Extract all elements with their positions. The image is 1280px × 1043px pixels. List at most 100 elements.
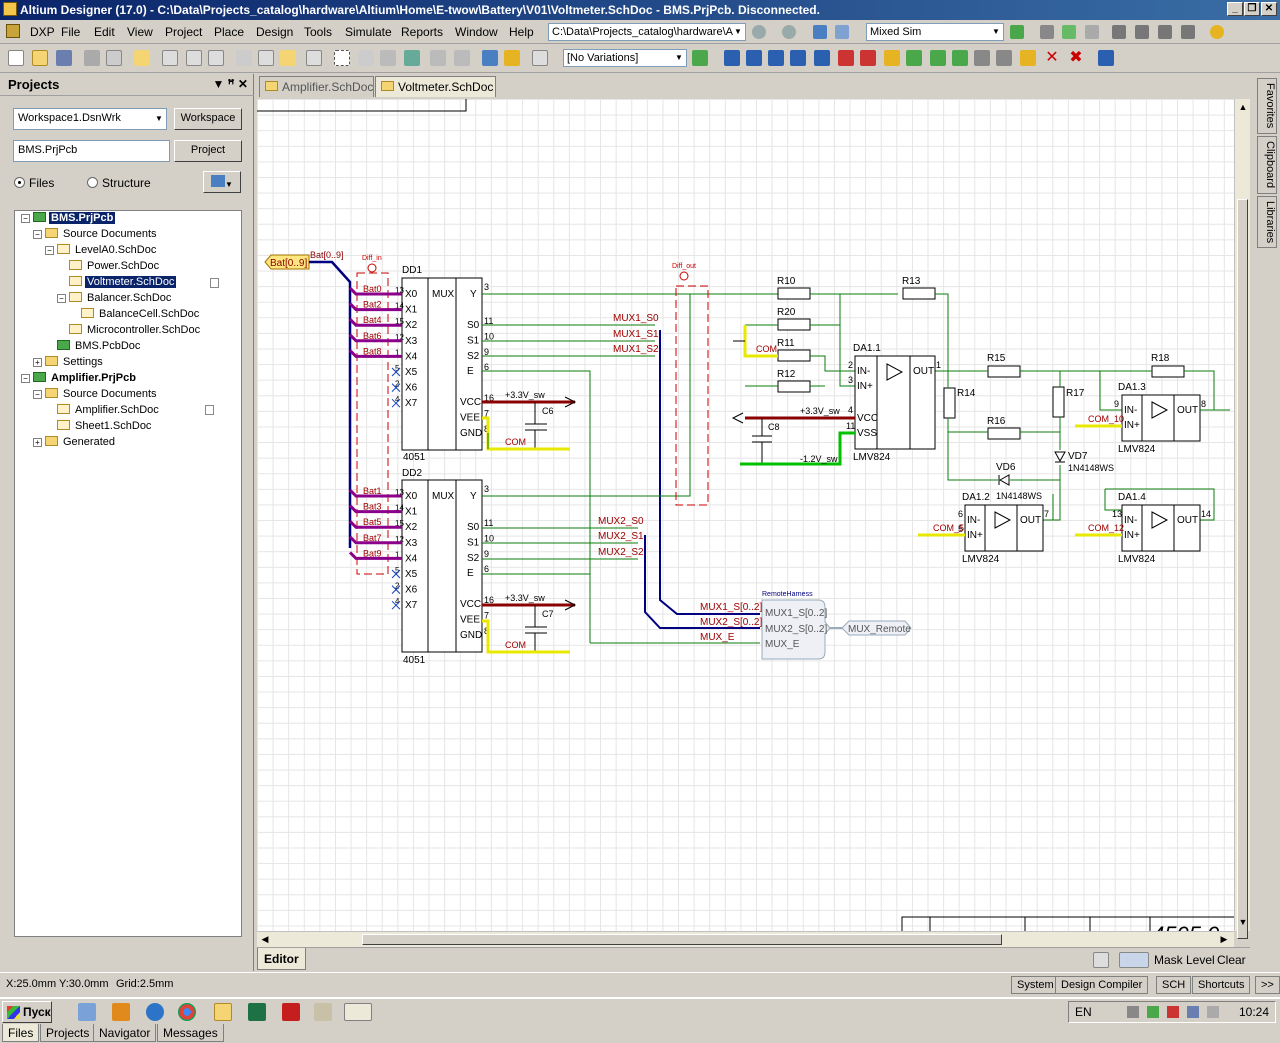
scroll-up-icon[interactable]: ▲ [1238,102,1248,112]
print-preview-icon[interactable] [106,50,122,66]
explorer-icon[interactable] [78,1003,96,1021]
restore-button[interactable]: ❐ [1244,2,1260,16]
minimize-button[interactable]: _ [1227,2,1243,16]
structure-radio[interactable] [87,177,99,188]
horizontal-scroll-thumb[interactable] [362,934,1002,945]
tree-item[interactable]: BMS.PcbDoc [45,340,142,355]
vertical-scrollbar[interactable]: ▲ ▼ [1234,99,1250,939]
compile-icon[interactable] [1040,25,1054,39]
enable-wire[interactable] [482,370,591,643]
menu-design[interactable]: Design [256,25,294,39]
com-wire-2[interactable] [482,619,570,654]
status-shortcuts-button[interactable]: Shortcuts [1192,976,1251,994]
tree-item[interactable]: +Generated [33,436,117,451]
scroll-left-icon[interactable]: ◀ [261,934,269,944]
com-wire-1[interactable] [482,416,570,451]
place-sheet-entry-icon[interactable] [930,50,946,66]
zoom-selected-icon[interactable] [208,50,224,66]
probe4-icon[interactable] [1181,25,1195,39]
save-icon[interactable] [56,50,72,66]
cross-probe-icon[interactable] [504,50,520,66]
dd2-select-wires[interactable] [482,527,638,560]
folder-icon[interactable] [214,1003,232,1021]
mux1-bus[interactable] [659,330,760,615]
place-port-icon[interactable] [1020,50,1036,66]
bat-port[interactable]: Bat[0..9] [264,254,310,270]
language-indicator[interactable]: EN [1075,1005,1092,1019]
tree-item[interactable]: −Source Documents [33,228,159,243]
tree-item[interactable]: Sheet1.SchDoc [45,420,153,435]
menu-view[interactable]: View [127,25,153,39]
stop-icon[interactable] [1085,25,1099,39]
expand-icon[interactable]: + [33,358,42,367]
place-wire-icon[interactable] [724,50,740,66]
place-harness-entry-icon[interactable] [996,50,1012,66]
tab-projects[interactable]: Projects [40,1024,96,1042]
back-icon[interactable] [752,25,766,39]
tree-item[interactable]: Microcontroller.SchDoc [57,324,202,339]
bat-wire[interactable] [348,349,402,358]
files-radio[interactable] [14,177,25,188]
probe-icon[interactable] [1112,25,1126,39]
horizontal-scrollbar[interactable]: ◀ ▶ [257,931,1234,947]
analog-wires[interactable] [744,293,1215,521]
move-icon[interactable] [358,50,374,66]
da14-body[interactable] [1121,504,1201,552]
da13-body[interactable] [1121,394,1201,442]
bat-wire[interactable] [348,286,402,296]
c6-symbol[interactable] [525,402,547,449]
tab-amplifier-schdoc[interactable]: Amplifier.SchDoc [259,76,374,97]
zoom-area-icon[interactable] [186,50,202,66]
remote-harness-connector[interactable] [761,599,831,660]
collapse-icon[interactable]: − [21,214,30,223]
workspace-combo[interactable]: Workspace1.DsnWrk ▼ [13,108,167,130]
status-sch-button[interactable]: SCH [1156,976,1192,994]
zoom-fit-icon[interactable] [162,50,178,66]
probe3-icon[interactable] [1158,25,1172,39]
menu-place[interactable]: Place [214,25,245,39]
deselect-icon[interactable] [380,50,396,66]
tray-icon[interactable] [1167,1006,1179,1018]
place-sheet-symbol-icon[interactable] [906,50,922,66]
tree-item[interactable]: −Source Documents [33,388,159,403]
ie-icon[interactable] [146,1003,164,1021]
bat-wire[interactable] [348,488,402,498]
chevron-down-icon[interactable]: ▼ [992,27,1000,36]
probe2-icon[interactable] [1135,25,1149,39]
menu-project[interactable]: Project [165,25,203,39]
place-device-sheet-icon[interactable] [952,50,968,66]
project-options-button[interactable]: ▼ [203,171,241,193]
print-icon[interactable] [84,50,100,66]
rail-tab-clipboard[interactable]: Clipboard [1257,136,1277,194]
diff-in-probe[interactable] [367,263,377,273]
chevron-down-icon[interactable]: ▼ [155,114,163,123]
open-icon[interactable] [32,50,48,66]
app-icon[interactable] [314,1003,332,1021]
dd1-select-wires[interactable] [482,324,655,357]
media-player-icon[interactable] [112,1003,130,1021]
workspace-button[interactable]: Workspace [174,108,242,130]
vd7-diode[interactable] [1054,451,1066,463]
place-bus-icon[interactable] [746,50,762,66]
add-icon[interactable] [1010,25,1024,39]
cut-icon[interactable] [236,50,252,66]
collapse-icon[interactable]: − [57,294,66,303]
tray-icon[interactable] [1127,1006,1139,1018]
dxp-icon[interactable] [6,24,20,38]
tree-item[interactable]: −LevelA0.SchDoc [45,244,158,259]
bat-wire[interactable] [348,333,402,343]
tree-item[interactable]: Power.SchDoc [57,260,161,275]
network-icon[interactable] [1187,1006,1199,1018]
collapse-icon[interactable]: − [33,390,42,399]
document-icon[interactable] [1093,952,1109,968]
chevron-down-icon[interactable]: ▼ [734,27,742,36]
diff-out-probe[interactable] [679,271,689,281]
rubber-stamp-icon[interactable] [306,50,322,66]
dd2-body[interactable] [401,479,483,653]
path-combo[interactable]: C:\Data\Projects_catalog\hardware\A ▼ [548,23,746,41]
scroll-right-icon[interactable]: ▶ [1220,934,1228,944]
no-erc-generic-icon[interactable]: ✖ [1069,49,1083,66]
project-field[interactable]: BMS.PrjPcb [13,140,170,162]
gnd-port-icon[interactable] [838,50,854,66]
status-design-compiler-button[interactable]: Design Compiler [1055,976,1149,994]
